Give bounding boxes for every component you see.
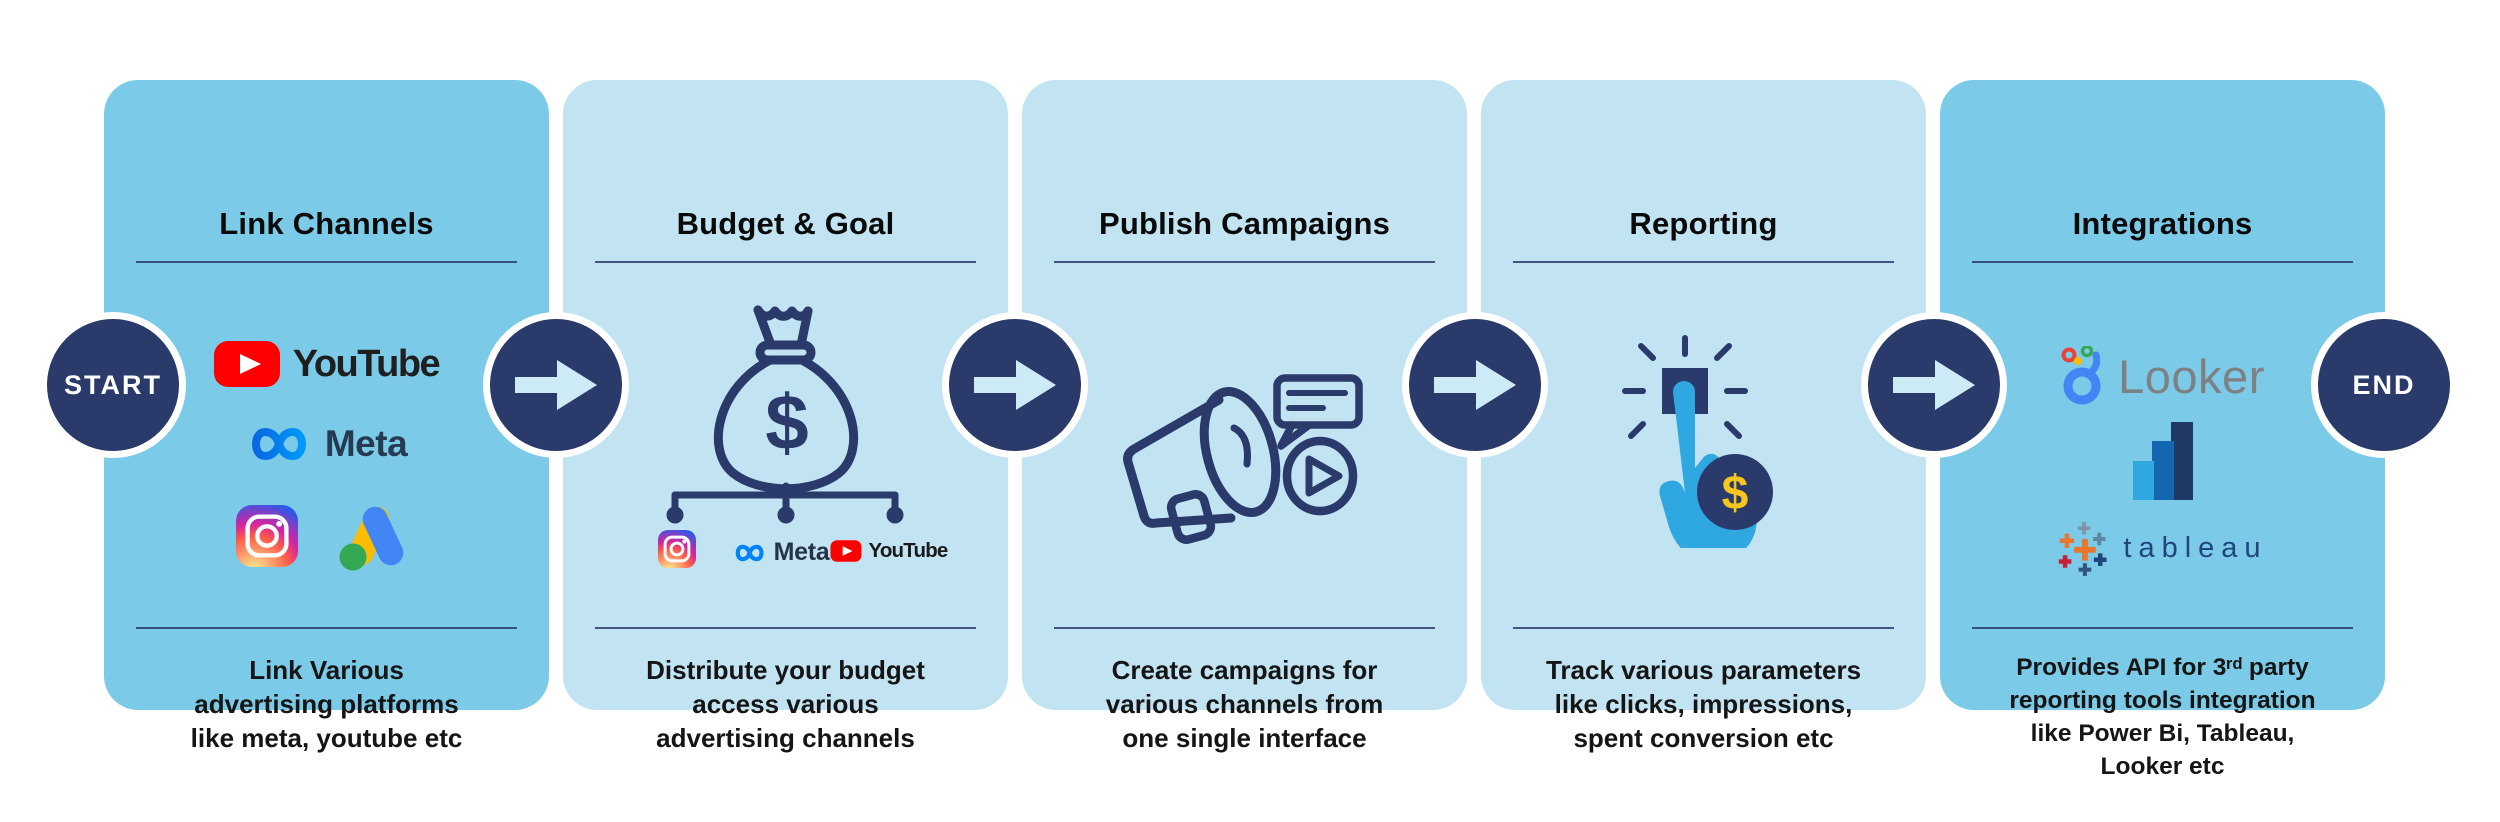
- description-divider: [136, 627, 517, 629]
- platform-logo-stack: YouTube Meta: [104, 341, 549, 571]
- powerbi-logo: [1940, 422, 2385, 500]
- description-divider: [1054, 627, 1435, 629]
- card-title: Reporting: [1629, 206, 1778, 241]
- youtube-wordmark: YouTube: [292, 342, 441, 385]
- money-bag-icon: $: [666, 305, 904, 524]
- card-description: Link Various advertising platforms like …: [112, 653, 541, 755]
- instagram-icon: [235, 505, 298, 567]
- arrow-right-icon: [974, 360, 1056, 410]
- tableau-logo: tableau: [1940, 520, 2385, 576]
- card-publish-campaigns: Publish Campaigns Create campaigns fo: [1022, 80, 1467, 753]
- description-line: Provides API for 3ʳᵈ party: [2016, 654, 2309, 681]
- tableau-wordmark: tableau: [2123, 531, 2268, 564]
- description-divider: [1513, 627, 1894, 629]
- arrow-node-1: [483, 312, 629, 458]
- card-reporting: Reporting $ Track various parameters lik…: [1481, 80, 1926, 753]
- looker-icon: [2061, 346, 2101, 405]
- youtube-play-icon: [830, 540, 862, 562]
- description-line: advertising platforms: [194, 689, 459, 719]
- meta-infinity-icon: [735, 544, 764, 561]
- description-line: advertising channels: [656, 723, 915, 753]
- description-line: reporting tools integration: [2009, 687, 2316, 714]
- card-budget-goal: Budget & Goal $: [563, 80, 1008, 753]
- description-line: access various: [692, 689, 879, 719]
- click-rays: [1622, 335, 1748, 439]
- channel-branch-lines: [671, 482, 899, 512]
- meta-wordmark: Meta: [324, 423, 408, 464]
- description-line: one single interface: [1122, 723, 1367, 753]
- bag-dollar-symbol: $: [765, 378, 808, 466]
- branch-dots: [666, 506, 904, 524]
- arrow-node-4: [1861, 312, 2007, 458]
- google-ads-icon: [339, 506, 403, 571]
- start-node: START: [40, 312, 186, 458]
- arrow-right-icon: [515, 360, 597, 410]
- coin-dollar-symbol: $: [1722, 467, 1749, 520]
- description-line: Looker etc: [2100, 753, 2225, 780]
- title-divider: [136, 261, 517, 263]
- card-title: Link Channels: [219, 206, 434, 241]
- youtube-logo: YouTube: [213, 341, 441, 387]
- looker-logo: Looker: [1940, 346, 2385, 406]
- start-label: START: [64, 369, 162, 400]
- youtube-wordmark: YouTube: [868, 539, 948, 562]
- title-divider: [595, 261, 976, 263]
- description-line: Create campaigns for: [1111, 655, 1378, 685]
- description-line: like meta, youtube etc: [190, 723, 463, 753]
- card-integrations: Integrations Looker: [1940, 80, 2385, 780]
- arrow-right-icon: [1893, 360, 1975, 410]
- meta-wordmark: Meta: [773, 538, 830, 566]
- play-button-icon: [1282, 436, 1358, 516]
- looker-wordmark: Looker: [2118, 349, 2265, 403]
- title-divider: [1972, 261, 2353, 263]
- title-divider: [1513, 261, 1894, 263]
- chat-bubble-icon: [1273, 374, 1363, 450]
- description-line: Distribute your budget: [646, 655, 925, 685]
- instagram-icon-small: [658, 530, 696, 568]
- end-node: END: [2311, 312, 2457, 458]
- instagram-camera-icon: [663, 535, 691, 563]
- description-line: like Power Bi, Tableau,: [2030, 720, 2295, 747]
- title-divider: [1054, 261, 1435, 263]
- card-title: Publish Campaigns: [1098, 206, 1391, 241]
- card-title: Integrations: [2072, 206, 2253, 241]
- end-label: END: [2352, 369, 2416, 400]
- youtube-logo-small: YouTube: [830, 539, 948, 563]
- arrow-right-icon: [1434, 360, 1516, 410]
- powerbi-bars-icon: [2132, 422, 2193, 500]
- instagram-googleads-row: [235, 501, 418, 571]
- youtube-play-icon: [213, 341, 280, 387]
- card-description: Create campaigns for various channels fr…: [1030, 653, 1459, 755]
- description-line: Link Various: [249, 655, 404, 685]
- description-line: various channels from: [1105, 689, 1384, 719]
- arrow-node-2: [942, 312, 1088, 458]
- description-line: spent conversion etc: [1573, 723, 1834, 753]
- campaign-announce-icon: [1123, 374, 1363, 544]
- description-divider: [1972, 627, 2353, 629]
- description-line: Track various parameters: [1545, 655, 1862, 685]
- meta-logo-small: Meta: [733, 538, 830, 567]
- card-description: Provides API for 3ʳᵈ party reporting too…: [1948, 651, 2377, 783]
- megaphone-icon: [1123, 387, 1281, 544]
- arrow-node-3: [1402, 312, 1548, 458]
- card-description: Distribute your budget access various ad…: [571, 653, 1000, 755]
- card-description: Track various parameters like clicks, im…: [1489, 653, 1918, 755]
- instagram-camera-icon: [244, 514, 289, 558]
- description-divider: [595, 627, 976, 629]
- meta-infinity-icon: [251, 428, 306, 460]
- card-title: Budget & Goal: [676, 206, 895, 241]
- tableau-icon: [2059, 521, 2107, 576]
- pay-per-click-icon: $: [1622, 335, 1773, 548]
- meta-logo: Meta: [246, 423, 408, 465]
- dollar-coin-icon: [1697, 454, 1773, 530]
- description-line: like clicks, impressions,: [1554, 689, 1853, 719]
